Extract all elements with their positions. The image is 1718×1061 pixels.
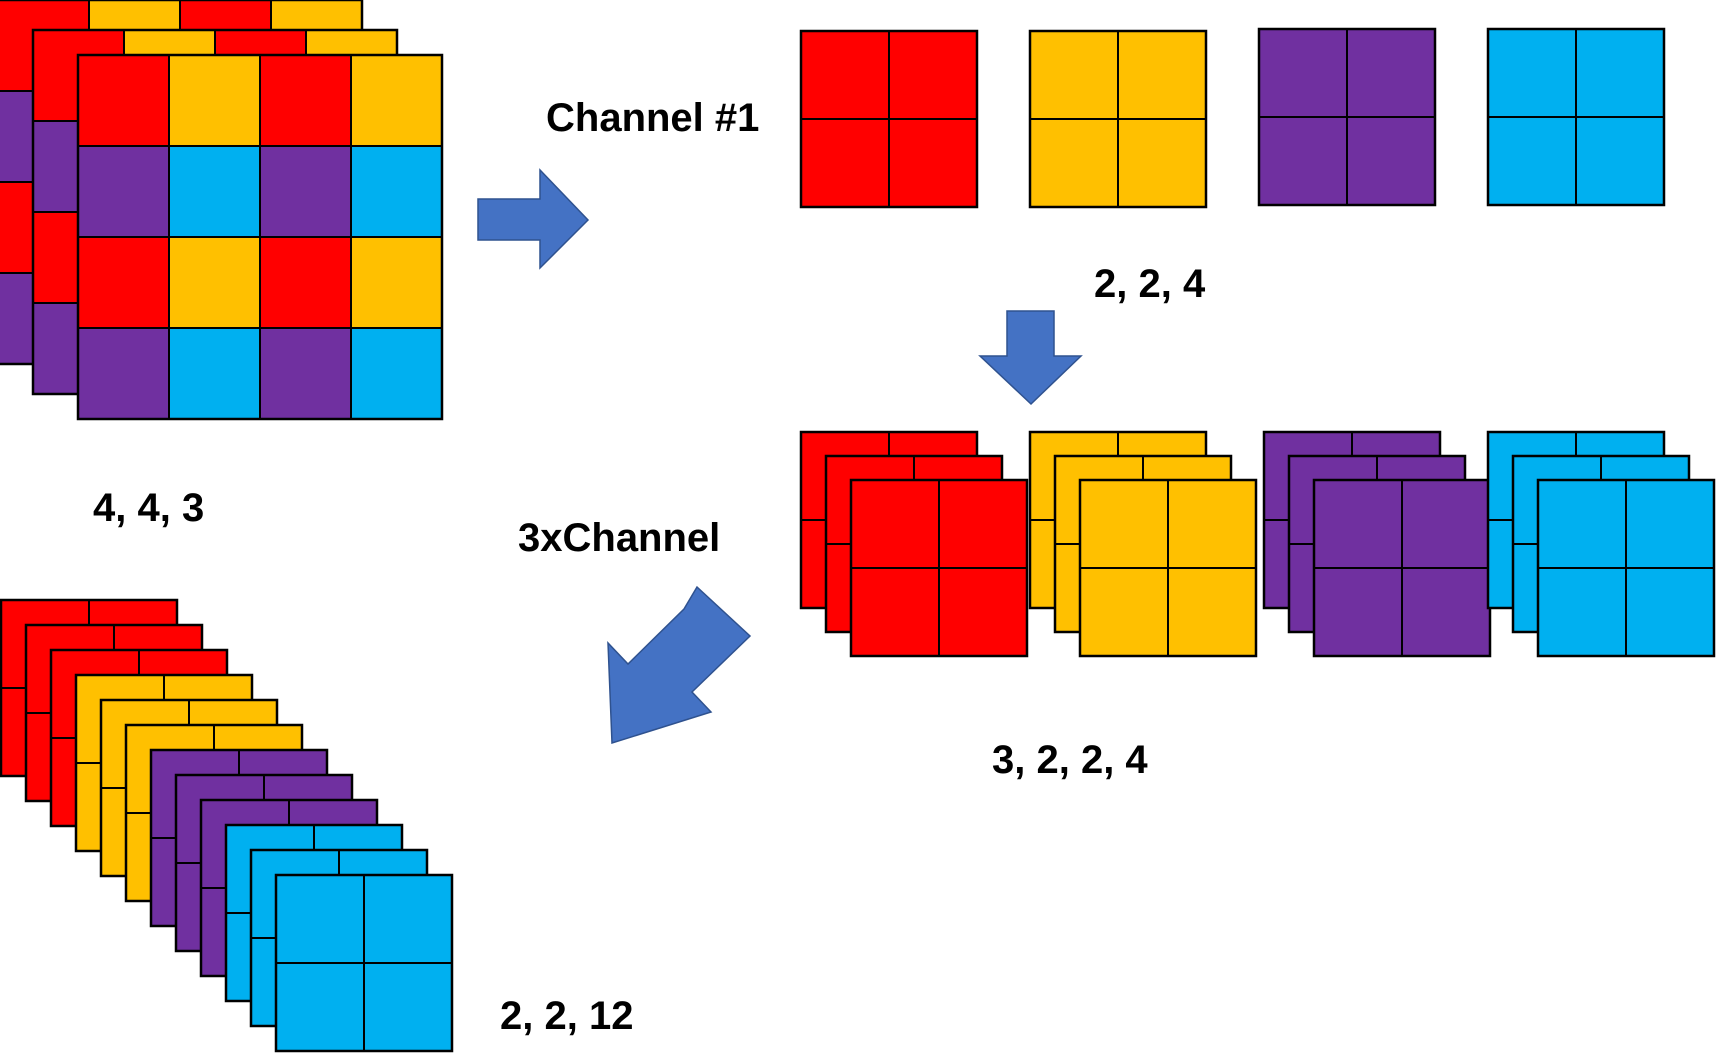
- repeat-block-purple-3: [1312, 478, 1492, 658]
- repeat-block-red-3: [849, 478, 1029, 658]
- grid-cell: [1313, 479, 1403, 569]
- flow-arrows: [477, 168, 1083, 745]
- grid-cell: [259, 54, 352, 147]
- grid-cell: [888, 30, 978, 120]
- grid-cell: [77, 236, 170, 329]
- grid-cell: [938, 479, 1028, 569]
- grid-cell: [1346, 28, 1436, 118]
- output-tensor-stack: [0, 598, 454, 1053]
- grid-cell: [850, 567, 940, 657]
- grid-cell: [1401, 479, 1491, 569]
- channel-block-purple: [1257, 27, 1437, 207]
- grid-cell: [1079, 567, 1169, 657]
- grid-cell: [1487, 116, 1577, 206]
- grid-cell: [1625, 567, 1715, 657]
- grid-cell: [1258, 116, 1348, 206]
- grid-cell: [259, 236, 352, 329]
- grid-cell: [1029, 30, 1119, 120]
- arrow-right-icon: [477, 168, 590, 270]
- grid-cell: [1079, 479, 1169, 569]
- output-layer-12: [274, 873, 454, 1053]
- grid-cell: [1117, 30, 1207, 120]
- grid-cell: [275, 962, 365, 1052]
- grid-cell: [168, 54, 261, 147]
- grid-cell: [1258, 28, 1348, 118]
- grid-cell: [259, 145, 352, 238]
- grid-cell: [1313, 567, 1403, 657]
- channel-block-yellow: [1028, 29, 1208, 209]
- repeat-shape-label: 3, 2, 2, 4: [992, 738, 1148, 782]
- repeat-block-yellow-3: [1078, 478, 1258, 658]
- grid-cell: [350, 236, 443, 329]
- grid-cell: [938, 567, 1028, 657]
- grid-cell: [1575, 116, 1665, 206]
- grid-cell: [1537, 567, 1627, 657]
- channel-block-red: [799, 29, 979, 209]
- grid-cell: [888, 118, 978, 208]
- arrow-down-icon: [978, 310, 1083, 406]
- grid-cell: [77, 54, 170, 147]
- input-tensor-stack: [0, 0, 444, 421]
- grid-cell: [168, 236, 261, 329]
- arrow-down-left-icon: [607, 585, 752, 745]
- grid-cell: [1346, 116, 1436, 206]
- channel-title: Channel #1: [546, 96, 760, 140]
- channel-1-blocks: [799, 27, 1666, 209]
- grid-cell: [800, 118, 890, 208]
- grid-cell: [168, 327, 261, 420]
- grid-cell: [363, 874, 453, 964]
- channel-block-blue: [1486, 27, 1666, 207]
- grid-cell: [1167, 479, 1257, 569]
- grid-cell: [350, 327, 443, 420]
- grid-cell: [1537, 479, 1627, 569]
- grid-cell: [259, 327, 352, 420]
- grid-cell: [275, 874, 365, 964]
- grid-cell: [350, 145, 443, 238]
- grid-cell: [77, 145, 170, 238]
- grid-cell: [363, 962, 453, 1052]
- grid-cell: [1575, 28, 1665, 118]
- repeated-channel-blocks: [799, 430, 1716, 658]
- grid-cell: [850, 479, 940, 569]
- grid-cell: [77, 327, 170, 420]
- input-layer-3: [76, 53, 444, 421]
- grid-cell: [1401, 567, 1491, 657]
- grid-cell: [800, 30, 890, 120]
- grid-cell: [1625, 479, 1715, 569]
- grid-cell: [1117, 118, 1207, 208]
- output-shape-label: 2, 2, 12: [500, 994, 634, 1038]
- repeat-title: 3xChannel: [518, 516, 721, 560]
- grid-cell: [1167, 567, 1257, 657]
- channel-shape-label: 2, 2, 4: [1094, 262, 1206, 306]
- repeat-block-blue-3: [1536, 478, 1716, 658]
- grid-cell: [350, 54, 443, 147]
- grid-cell: [1487, 28, 1577, 118]
- grid-cell: [1029, 118, 1119, 208]
- input-shape-label: 4, 4, 3: [93, 486, 205, 530]
- grid-cell: [168, 145, 261, 238]
